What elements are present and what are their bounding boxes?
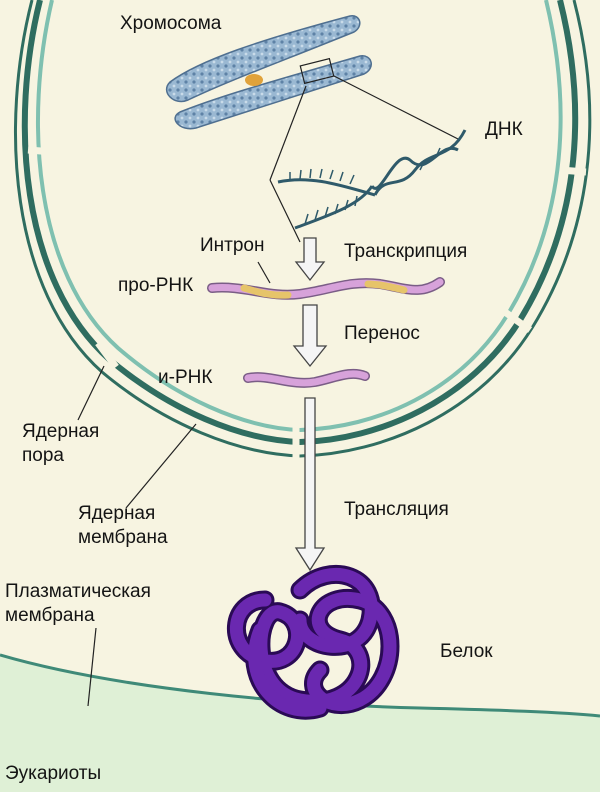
arrow-transport <box>292 304 328 368</box>
label-dna: ДНК <box>485 119 523 140</box>
label-transcription: Транскрипция <box>344 241 468 262</box>
centromere <box>245 74 263 86</box>
label-pre-mrna: про-РНК <box>118 275 194 296</box>
plasma-membrane <box>0 653 600 718</box>
label-nuclear-membrane-1: Ядерная <box>78 503 156 524</box>
label-pointers <box>77 365 197 707</box>
label-nuclear-pore-2: пора <box>22 445 64 466</box>
label-nuclear-pore-1: Ядерная <box>22 421 100 442</box>
label-nuclear-membrane-2: мембрана <box>78 527 168 548</box>
dna-bases <box>289 147 441 225</box>
dna-helix <box>277 129 467 230</box>
pre-mrna-strand <box>207 277 445 300</box>
plasma-membrane-region <box>0 655 600 792</box>
label-intron: Интрон <box>200 235 265 256</box>
label-plasma-membrane-2: мембрана <box>5 605 95 626</box>
label-translation: Трансляция <box>344 499 449 520</box>
arrow-transcription <box>294 237 326 282</box>
nuclear-envelope <box>13 0 592 458</box>
label-eukaryotes: Эукариоты <box>5 763 102 784</box>
label-protein: Белок <box>440 641 493 662</box>
label-chromosome: Хромосома <box>120 13 222 34</box>
zoom-lines <box>269 75 461 243</box>
intron-pointer <box>257 261 271 284</box>
label-plasma-membrane-1: Плазматическая <box>5 581 151 602</box>
arrow-translation <box>294 397 326 572</box>
label-mrna: и-РНК <box>158 367 213 388</box>
chromosome <box>165 15 372 130</box>
protein <box>227 564 400 720</box>
label-transport: Перенос <box>344 323 420 344</box>
mrna-strand <box>243 368 370 388</box>
nuclear-pores <box>27 146 587 460</box>
